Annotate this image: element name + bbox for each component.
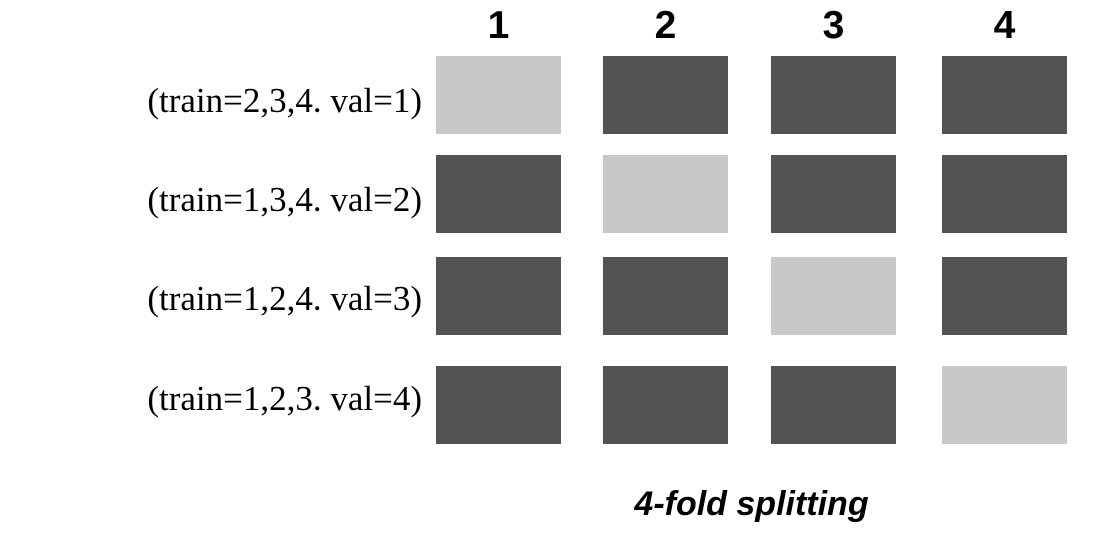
column-header-3: 3 <box>822 4 845 47</box>
cell-r2-c1 <box>436 155 561 233</box>
cell-r2-c4 <box>942 155 1067 233</box>
cell-r2-c3 <box>771 155 896 233</box>
cell-r4-c1 <box>436 366 561 444</box>
cell-r3-c4 <box>942 257 1067 335</box>
cell-r1-c1 <box>436 56 561 134</box>
cell-r4-c4 <box>942 366 1067 444</box>
cell-r3-c3 <box>771 257 896 335</box>
cell-r2-c2 <box>603 155 728 233</box>
column-header-4: 4 <box>993 4 1016 47</box>
column-header-2: 2 <box>654 4 677 47</box>
figure-caption: 4-fold splitting <box>634 485 869 523</box>
column-header-1: 1 <box>487 4 510 47</box>
cell-r1-c2 <box>603 56 728 134</box>
cell-r3-c1 <box>436 257 561 335</box>
cell-r3-c2 <box>603 257 728 335</box>
row-label-fold-1: (train=2,3,4. val=1) <box>147 81 422 120</box>
cell-r4-c3 <box>771 366 896 444</box>
cell-r1-c3 <box>771 56 896 134</box>
row-label-fold-2: (train=1,3,4. val=2) <box>147 180 422 219</box>
cell-r1-c4 <box>942 56 1067 134</box>
cell-r4-c2 <box>603 366 728 444</box>
row-label-fold-3: (train=1,2,4. val=3) <box>147 279 422 318</box>
row-label-fold-4: (train=1,2,3. val=4) <box>147 379 422 418</box>
